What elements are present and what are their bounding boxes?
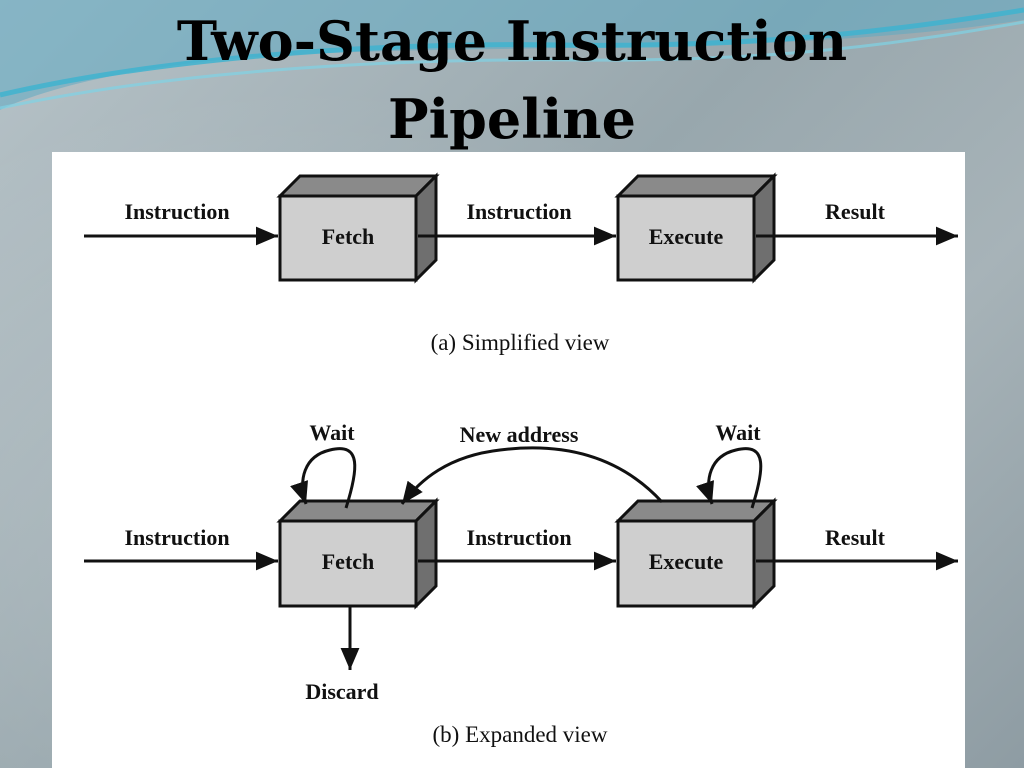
new-address-label: New address bbox=[460, 422, 579, 447]
slide-title-line1: Two-Stage Instruction bbox=[176, 9, 848, 73]
execute-label: Execute bbox=[649, 224, 724, 249]
input-label-expanded: Instruction bbox=[124, 525, 229, 550]
slide-title-line2: Pipeline bbox=[388, 87, 636, 151]
output-label-expanded: Result bbox=[825, 525, 886, 550]
slide-title: Two-Stage Instruction Pipeline bbox=[0, 0, 1024, 158]
new-address-arrow bbox=[400, 446, 664, 505]
fetch-label-expanded: Fetch bbox=[322, 549, 375, 574]
wait-label-fetch: Wait bbox=[309, 420, 355, 445]
execute-box: Execute bbox=[614, 172, 778, 284]
decorative-swoosh bbox=[0, 0, 1024, 110]
wait-loop-fetch bbox=[290, 447, 357, 509]
caption-expanded: (b) Expanded view bbox=[433, 722, 608, 747]
execute-box-expanded: Execute bbox=[614, 497, 778, 610]
diagram-panel: Instruction Fetch Instruction Execute Re… bbox=[52, 152, 965, 768]
fetch-label: Fetch bbox=[322, 224, 375, 249]
input-label: Instruction bbox=[124, 199, 229, 224]
discard-label: Discard bbox=[305, 679, 378, 704]
execute-label-expanded: Execute bbox=[649, 549, 724, 574]
simplified-view: Instruction Fetch Instruction Execute Re… bbox=[84, 172, 958, 355]
middle-label-expanded: Instruction bbox=[466, 525, 571, 550]
wait-loop-execute bbox=[696, 447, 763, 509]
expanded-view: Instruction Fetch Instruction Execute Re… bbox=[84, 420, 958, 747]
fetch-box-expanded: Fetch bbox=[276, 497, 440, 610]
middle-label: Instruction bbox=[466, 199, 571, 224]
wait-label-execute: Wait bbox=[715, 420, 761, 445]
fetch-box: Fetch bbox=[276, 172, 440, 284]
output-label: Result bbox=[825, 199, 886, 224]
pipeline-diagram: Instruction Fetch Instruction Execute Re… bbox=[84, 172, 958, 747]
caption-simplified: (a) Simplified view bbox=[431, 330, 610, 355]
